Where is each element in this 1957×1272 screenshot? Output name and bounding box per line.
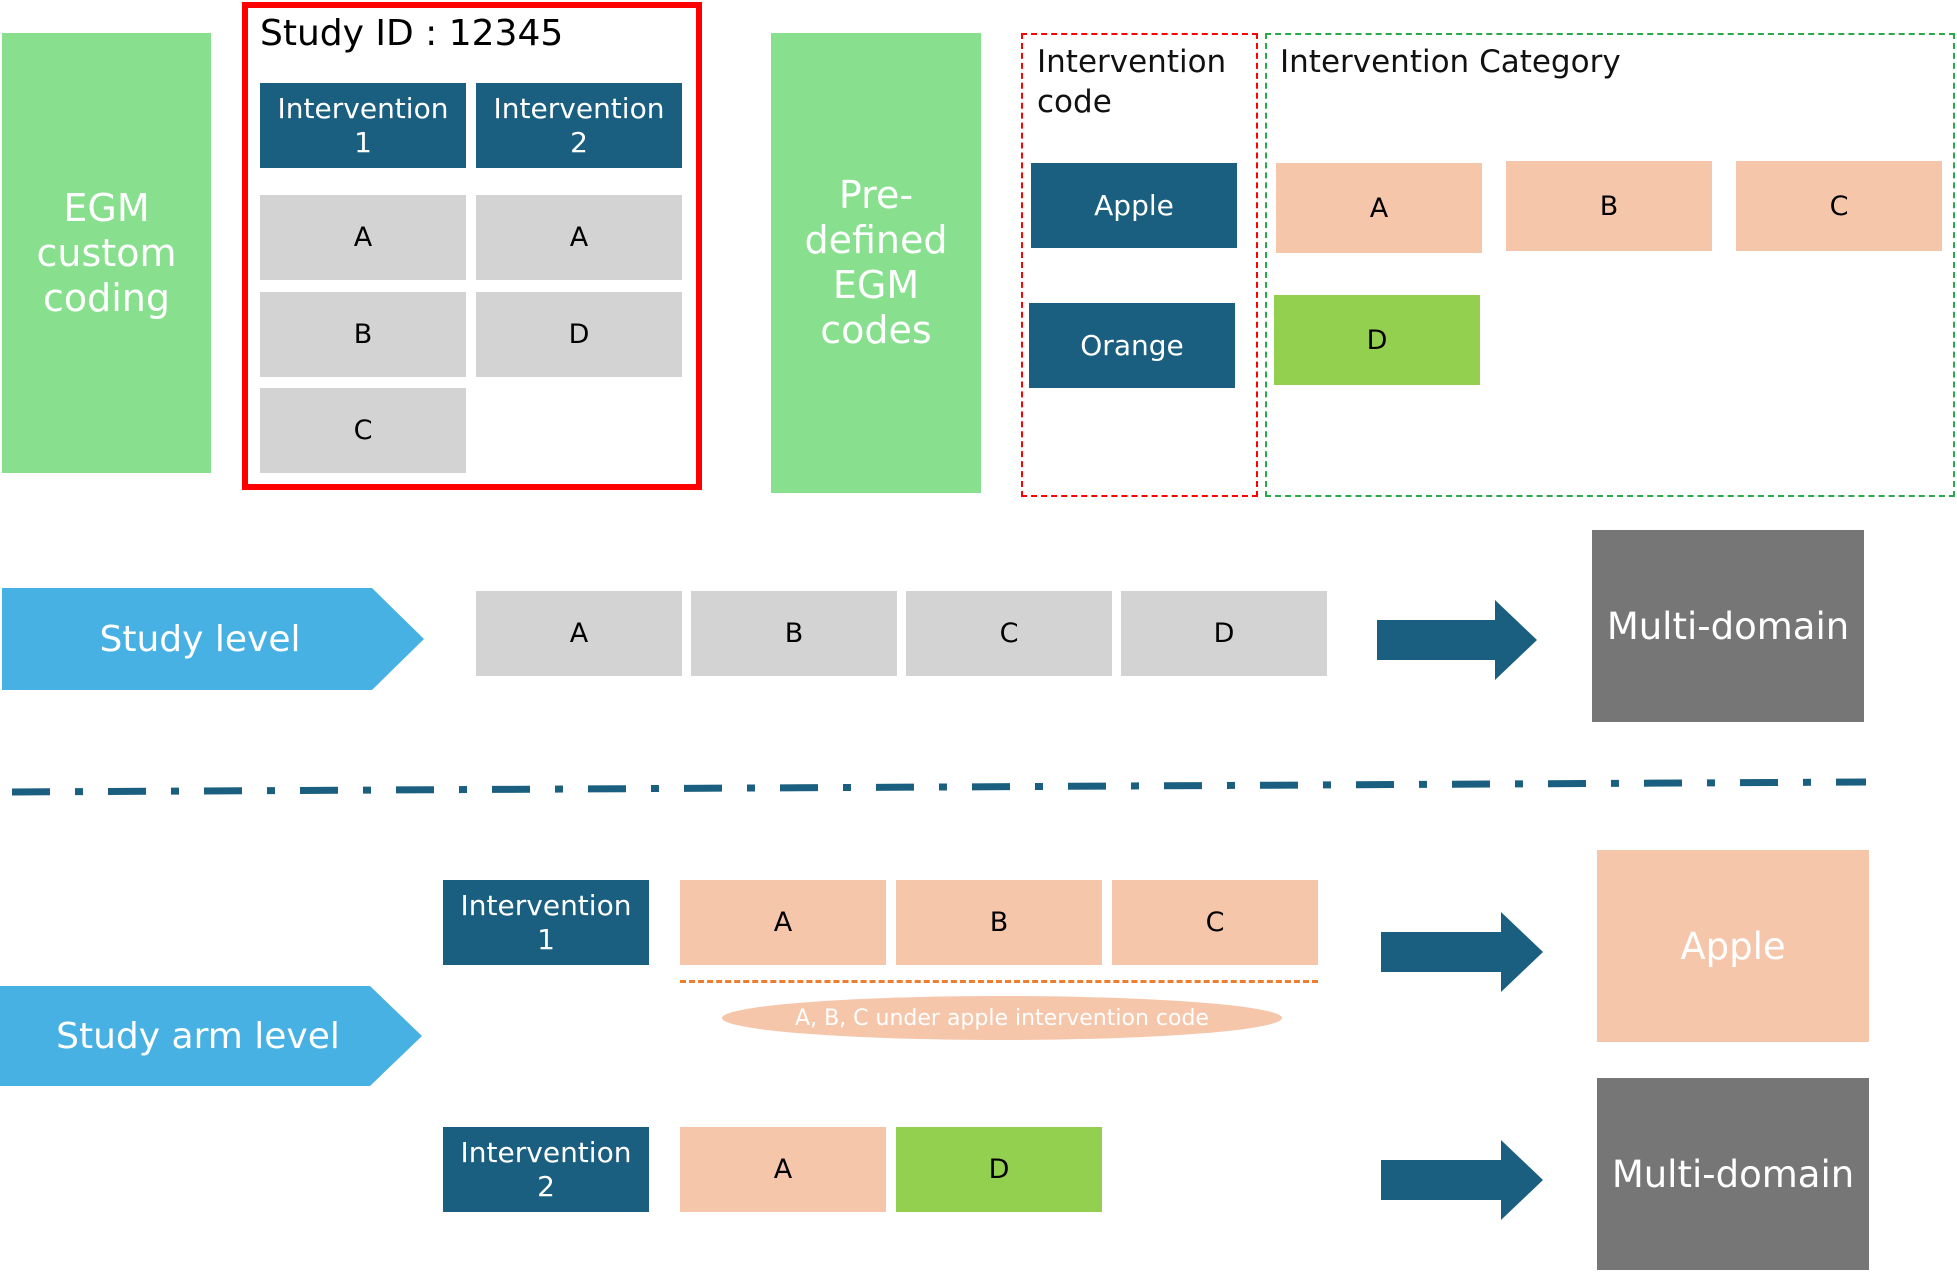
- study-level-label: Study level: [99, 618, 301, 660]
- intervention-code-title: Intervention code: [1037, 44, 1227, 120]
- intervention-2-cell-a: A: [476, 195, 682, 280]
- study-arm-level-chevron: [0, 986, 422, 1086]
- code-apple: Apple: [1031, 163, 1237, 248]
- arm-intervention-2-item-a: A: [680, 1127, 886, 1212]
- arm-intervention-1-item-c: C: [1112, 880, 1318, 965]
- section-divider: [11, 778, 1867, 796]
- apple-grouping-note: A, B, C under apple intervention code: [722, 996, 1282, 1040]
- arm-result-apple: Apple: [1597, 850, 1869, 1042]
- arm-intervention-1-header: Intervention 1: [443, 880, 649, 965]
- arm-intervention-1-item-b: B: [896, 880, 1102, 965]
- arm-intervention-2-item-d: D: [896, 1127, 1102, 1212]
- arm-result-multi-domain: Multi-domain: [1597, 1078, 1869, 1270]
- intervention-category-frame: [1265, 33, 1955, 497]
- intervention-1-header: Intervention 1: [260, 83, 466, 168]
- category-b: B: [1506, 161, 1712, 251]
- category-d: D: [1274, 295, 1480, 385]
- intervention-2-cell-d: D: [476, 292, 682, 377]
- study-level-result: Multi-domain: [1592, 530, 1864, 722]
- intervention-1-cell-b: B: [260, 292, 466, 377]
- study-id-frame: [242, 2, 702, 490]
- category-a: A: [1276, 163, 1482, 253]
- study-id-label: Study ID : 12345: [260, 13, 564, 54]
- study-level-arrow-icon: [1377, 600, 1537, 680]
- predefined-egm-codes-box: Pre- defined EGM codes: [771, 33, 981, 493]
- study-level-item-b: B: [691, 591, 897, 676]
- egm-custom-coding-box: EGM custom coding: [2, 33, 211, 473]
- category-c: C: [1736, 161, 1942, 251]
- arm-intervention-2-arrow-icon: [1381, 1140, 1543, 1220]
- arm-intervention-1-item-a: A: [680, 880, 886, 965]
- study-level-item-c: C: [906, 591, 1112, 676]
- arm-intervention-1-arrow-icon: [1381, 912, 1543, 992]
- intervention-1-cell-a: A: [260, 195, 466, 280]
- grouping-dashed-line: [680, 980, 1318, 983]
- intervention-1-cell-c: C: [260, 388, 466, 473]
- intervention-2-header: Intervention 2: [476, 83, 682, 168]
- intervention-code-frame: [1021, 33, 1258, 497]
- study-level-item-a: A: [476, 591, 682, 676]
- study-arm-level-label: Study arm level: [56, 1015, 340, 1057]
- code-orange: Orange: [1029, 303, 1235, 388]
- arm-intervention-2-header: Intervention 2: [443, 1127, 649, 1212]
- study-level-item-d: D: [1121, 591, 1327, 676]
- intervention-category-title: Intervention Category: [1280, 44, 1621, 80]
- study-level-chevron: [2, 588, 424, 690]
